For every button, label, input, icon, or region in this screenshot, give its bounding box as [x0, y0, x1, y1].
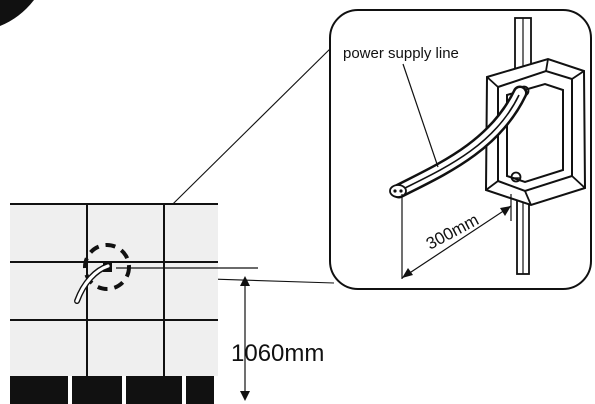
height-arrow-bottom: [240, 391, 250, 401]
height-1060mm-label: 1060mm: [231, 340, 324, 367]
wall-panel: [10, 204, 218, 376]
baseboard-block-4: [186, 376, 214, 404]
height-arrow-top: [240, 276, 250, 286]
inset-cable-end: [389, 184, 407, 198]
wall-cable-fill: [75, 264, 110, 303]
corner-badge: [0, 0, 34, 26]
baseboard-block-1: [10, 376, 68, 404]
inset-cable-center-line: [400, 94, 520, 191]
inset-cable-end-core-left: [393, 189, 397, 193]
length-arrow-left: [402, 268, 413, 278]
label-leader-line: [402, 63, 439, 168]
outlet-highlight-circle: [83, 243, 131, 291]
baseboard-block-2: [72, 376, 122, 404]
inset-cable-end-core-right: [399, 189, 403, 193]
length-arrow-right: [500, 206, 511, 216]
length-dimension-line: [401, 205, 512, 279]
baseboard-block-3: [126, 376, 182, 404]
power-supply-line-label: power supply line: [343, 45, 459, 62]
